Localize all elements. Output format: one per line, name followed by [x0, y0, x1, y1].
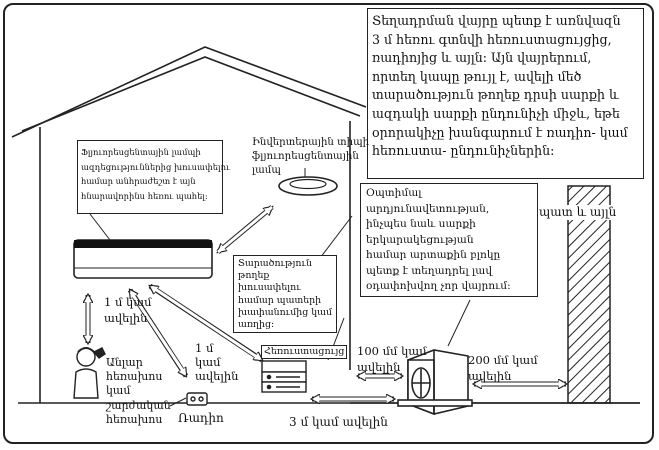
house-outline [11, 46, 367, 403]
diagram-frame [3, 3, 654, 444]
wall-hatched [567, 185, 611, 404]
label-radio: Ռադիո [178, 411, 224, 425]
note-spacing-walls: Տարածություն թողեք խուսափելու համար պատե… [238, 258, 333, 331]
note-top-right: Տեղադրման վայրը պետք է առնվազն 3 մ հեռու… [372, 13, 628, 159]
label-3m: 3 մ կամ ավելին [289, 415, 388, 429]
ceiling-lamp [278, 176, 338, 196]
label-1m-left: 1 մ կամ ավելին [104, 295, 152, 325]
outdoor-unit [397, 349, 473, 416]
label-200mm: 200 մմ կամ ավելին [468, 353, 538, 383]
note-spacing-walls-box [233, 255, 337, 333]
note-fluorescent: Ֆլյուորեսցենտային լամպի ազդեցությունների… [81, 147, 231, 201]
indoor-unit [73, 239, 213, 279]
label-100mm: 100 մմ կամ ավելին [357, 344, 427, 374]
note-top-right-box [367, 8, 644, 179]
wall-label: պատ և այլն [539, 205, 617, 220]
radio-device [186, 392, 208, 406]
label-tv: Հեռուստացույց [261, 345, 348, 359]
tv-set [261, 360, 307, 393]
person-on-phone [73, 347, 106, 399]
note-fluorescent-box [77, 140, 223, 214]
note-outdoor-unit: Օպտիմալ արդյունավետության, ինչպես նաև սա… [366, 187, 511, 292]
label-1m-radio: 1 մ կամ ավելին [195, 341, 239, 383]
dimension-arrows [88, 205, 566, 399]
label-phone: Անլար հեռախոս կամ շարժական հեռախոս [106, 356, 171, 426]
note-outdoor-unit-box [360, 183, 538, 297]
note-inverter-lamp: Ինվերտերային տիպի ֆլյուորեսցենտային լամպ [252, 137, 370, 176]
